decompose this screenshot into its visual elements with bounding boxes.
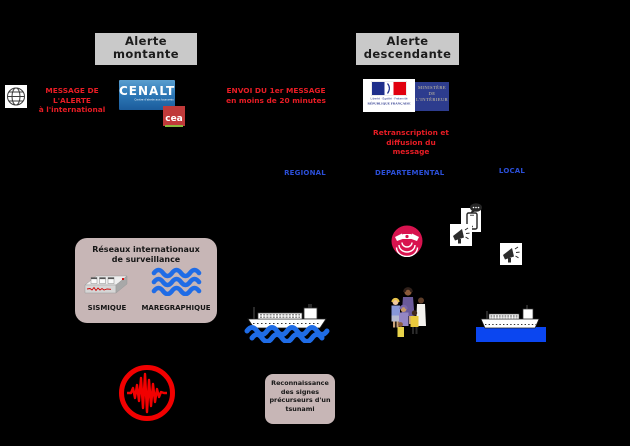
recognition-line4: tsunami — [285, 404, 315, 413]
level-regional: REGIONAL — [284, 169, 326, 177]
seismograph-icon — [84, 275, 128, 294]
cenalt-logo: CENALT Centre d'alerte aux tsunamis — [119, 80, 175, 110]
alerte-montante-header: Alerte montante — [95, 33, 197, 65]
people-group-icon — [391, 287, 426, 337]
label-sismique: SISMIQUE — [87, 304, 127, 312]
label-maregraphique: MAREGRAPHIQUE — [141, 304, 211, 312]
cargo-ship-at-sea-icon — [244, 304, 330, 343]
message-retransmission-line1: Retranscription et — [373, 128, 449, 137]
message-international: MESSAGE DE L'ALERTE à l'international — [26, 86, 118, 115]
alerte-descendante-line1: Alerte — [386, 34, 429, 48]
siren-icon — [391, 225, 423, 257]
cenalt-title: CENALT — [119, 84, 176, 98]
message-international-line2: à l'international — [38, 105, 106, 115]
megaphone-icon — [500, 243, 522, 265]
surveillance-title: Réseaux internationaux de surveillance — [75, 245, 217, 264]
ship-in-harbor-icon — [476, 305, 546, 342]
cea-logo-text: cea — [165, 112, 183, 127]
republique-francaise-block: Liberté · Égalité · Fraternité RÉPUBLIQU… — [363, 79, 415, 112]
ministere-name-line1: MINISTÈRE — [417, 85, 447, 90]
recognition-line3: précurseurs d'un — [269, 396, 331, 405]
alerte-montante-line1: Alerte — [124, 34, 167, 48]
recognition-line1: Reconnaissance — [271, 379, 329, 387]
message-first-alert-line1: ENVOI DU 1er MESSAGE — [226, 86, 326, 95]
tide-waves-icon — [151, 267, 202, 296]
surveillance-panel: Réseaux internationaux de surveillance — [75, 238, 217, 323]
marianne-flag-icon — [371, 81, 407, 96]
ministere-name-block: MINISTÈRE DE L'INTÉRIEUR — [415, 82, 449, 111]
alerte-descendante-line2: descendante — [363, 47, 452, 61]
surveillance-title-line1: Réseaux internationaux — [92, 245, 200, 254]
message-first-alert-line2: en moins de 20 minutes — [226, 95, 326, 105]
megaphone-icon — [450, 224, 472, 246]
earthquake-icon — [119, 365, 175, 421]
cea-logo: cea — [163, 106, 185, 127]
ministere-interieur-logo: Liberté · Égalité · Fraternité RÉPUBLIQU… — [363, 79, 449, 113]
surveillance-title-line2: de surveillance — [111, 254, 181, 264]
level-local: LOCAL — [498, 167, 526, 175]
ministere-name-line3: L'INTÉRIEUR — [415, 97, 449, 103]
globe-icon — [5, 85, 27, 108]
message-first-alert: ENVOI DU 1er MESSAGE en moins de 20 minu… — [226, 86, 326, 105]
alerte-montante-line2: montante — [112, 47, 179, 61]
republique-motto: Liberté · Égalité · Fraternité — [370, 97, 408, 101]
message-retransmission-line2: diffusion du message — [386, 137, 436, 157]
ministere-name-line2: DE — [428, 91, 436, 97]
republique-name: RÉPUBLIQUE FRANÇAISE — [367, 102, 411, 106]
recognition-panel: Reconnaissance des signes précurseurs d'… — [265, 374, 335, 424]
cenalt-subtitle: Centre d'alerte aux tsunamis — [134, 98, 174, 102]
level-departemental: DEPARTEMENTAL — [375, 169, 445, 177]
alerte-descendante-header: Alerte descendante — [356, 33, 459, 65]
message-international-line1: MESSAGE DE L'ALERTE — [45, 86, 99, 105]
message-retransmission: Retranscription et diffusion du message — [368, 128, 454, 157]
recognition-line2: des signes — [280, 387, 320, 396]
